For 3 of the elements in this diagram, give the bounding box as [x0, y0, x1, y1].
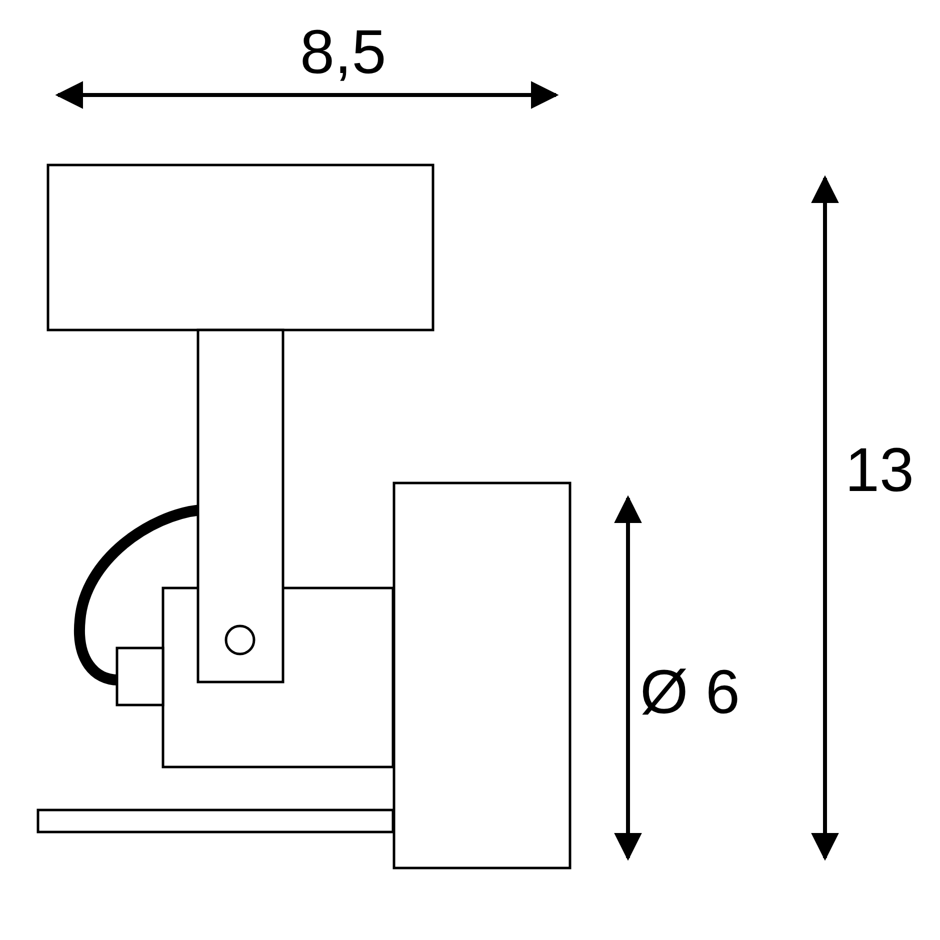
dimension-label: Ø 6 — [640, 662, 740, 724]
dimension-label: 13 — [845, 440, 914, 502]
dimension-label: 8,5 — [300, 22, 386, 84]
